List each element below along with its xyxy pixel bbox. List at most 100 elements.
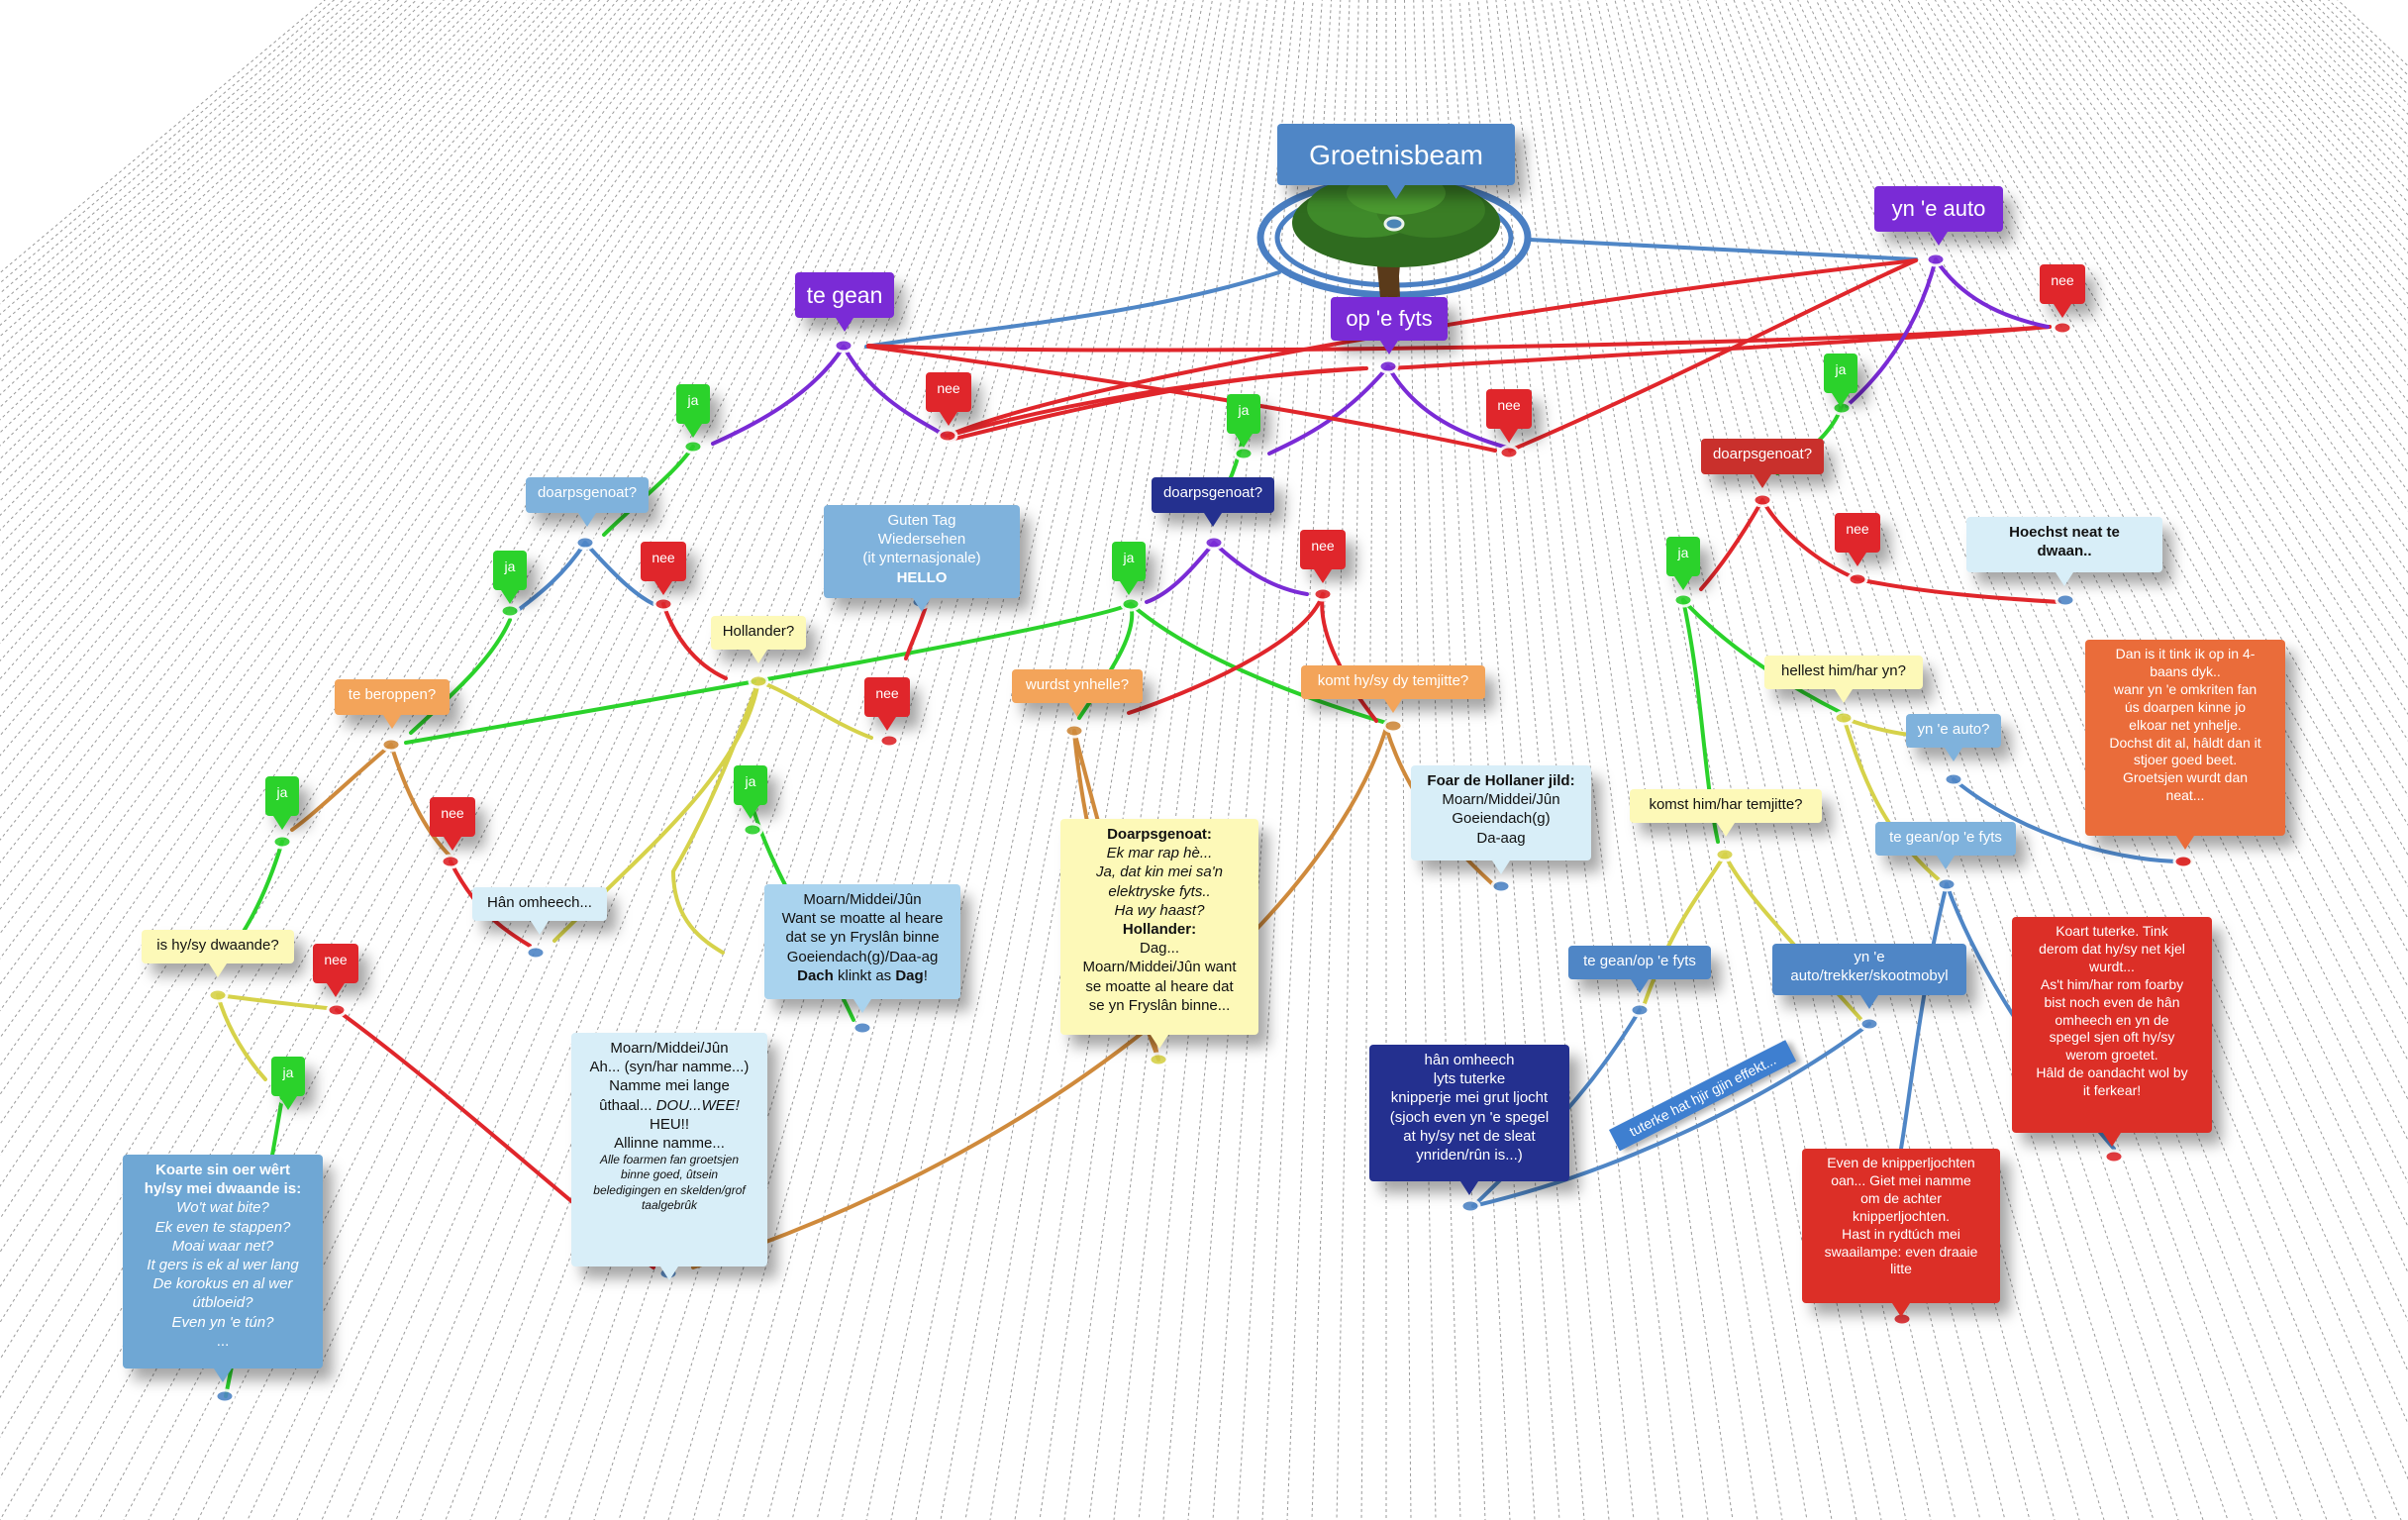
node-doarpsgenoat[interactable]: doarpsgenoat? <box>526 477 649 527</box>
node-yn-e-auto[interactable]: yn 'e auto <box>1874 186 2003 246</box>
background-line <box>717 0 1141 1520</box>
node-ja[interactable]: ja <box>271 1057 305 1110</box>
node-nee[interactable]: nee <box>430 797 475 851</box>
node-text: Dag <box>895 967 923 984</box>
connector-dot <box>1148 1052 1169 1067</box>
node-guten-tag[interactable]: Guten Tag Wiedersehen (it ynternasjonale… <box>824 505 1020 612</box>
node-text: DOU...WEE! <box>656 1097 740 1114</box>
node-text: ! <box>924 967 928 984</box>
node-text: Ah... (syn/har namme...) <box>579 1058 759 1076</box>
node-ja[interactable]: ja <box>265 776 299 830</box>
node-koarte-sin[interactable]: Koarte sin oer wêrt hy/sy mei dwaande is… <box>123 1155 323 1382</box>
node-text: wanr yn 'e omkriten fan <box>2093 681 2277 699</box>
node-koart-tuterke[interactable]: Koart tuterke. Tink derom dat hy/sy net … <box>2012 917 2212 1147</box>
node-text: elektryske fyts.. <box>1068 882 1251 901</box>
node-te-gean-op-fyts-2[interactable]: te gean/op 'e fyts <box>1568 946 1711 993</box>
node-doarpsgenoat-hollander[interactable]: Doarpsgenoat: Ek mar rap hè... Ja, dat k… <box>1060 819 1258 1049</box>
node-label: te gean/op 'e fyts <box>1889 829 2002 846</box>
background-line <box>519 0 1067 1520</box>
background-line <box>2035 0 2408 512</box>
background-line <box>1870 0 2408 988</box>
edge <box>1952 777 2185 863</box>
node-nee[interactable]: nee <box>926 372 971 426</box>
connector-dot <box>525 945 547 961</box>
background-line <box>1907 0 2408 857</box>
node-moarn-ah[interactable]: Moarn/Middei/Jûn Ah... (syn/har namme...… <box>571 1033 767 1280</box>
node-nee[interactable]: nee <box>1486 389 1532 443</box>
node-label: te beroppen? <box>349 686 436 703</box>
node-wurdst-ynhelle[interactable]: wurdst ynhelle? <box>1012 669 1143 717</box>
background-line <box>2044 0 2408 492</box>
background-line <box>0 0 637 757</box>
node-label: yn 'e <box>1776 948 1962 966</box>
node-ja[interactable]: ja <box>1227 394 1260 448</box>
node-foar-hollander[interactable]: Foar de Hollaner jild: Moarn/Middei/Jûn … <box>1411 765 1591 874</box>
edge <box>1267 364 1390 456</box>
node-ja[interactable]: ja <box>1666 537 1700 590</box>
node-text: at hy/sy net de sleat <box>1377 1127 1561 1146</box>
node-doarpsgenoat[interactable]: doarpsgenoat? <box>1701 439 1824 488</box>
node-nee[interactable]: nee <box>641 542 686 595</box>
node-ja[interactable]: ja <box>734 765 767 819</box>
background-line <box>271 0 975 1520</box>
edge <box>515 541 587 613</box>
background-line <box>1678 0 2179 1520</box>
node-te-gean[interactable]: te gean <box>795 272 894 332</box>
node-text: ûthaal... <box>599 1097 656 1114</box>
edge <box>1899 882 1949 1151</box>
node-hoechst-neat[interactable]: Hoechst neat te dwaan.. <box>1966 517 2162 586</box>
node-text: dwaan.. <box>1974 542 2155 560</box>
node-text: Moarn/Middei/Jûn want <box>1068 958 1251 976</box>
node-yn-e-auto-trekker[interactable]: yn 'e auto/trekker/skootmobyl <box>1772 944 1966 1009</box>
node-is-dwaande[interactable]: is hy/sy dwaande? <box>142 930 294 977</box>
root-title[interactable]: Groetnisbeam <box>1277 124 1515 199</box>
background-line <box>0 0 564 610</box>
node-text: Foar de Hollaner jild: <box>1419 771 1583 790</box>
node-text: baans dyk.. <box>2093 663 2277 681</box>
node-ja[interactable]: ja <box>493 551 527 604</box>
background-line <box>1989 0 2408 618</box>
node-label: nee <box>652 550 674 565</box>
node-moarn-fryslan[interactable]: Moarn/Middei/Jûn Want se moatte al heare… <box>764 884 960 1013</box>
node-ja[interactable]: ja <box>1824 354 1857 407</box>
node-hollander[interactable]: Hollander? <box>711 616 806 663</box>
node-te-beroppen[interactable]: te beroppen? <box>335 679 450 729</box>
edge <box>1842 716 1943 883</box>
connector-dot <box>1120 596 1142 612</box>
node-han-omheech-lyts[interactable]: hân omheech lyts tuterke knipperje mei g… <box>1369 1045 1569 1195</box>
connector-dot <box>2172 854 2194 869</box>
node-nee[interactable]: nee <box>313 944 358 997</box>
connector-dot <box>574 535 596 551</box>
background-line <box>766 0 1158 1520</box>
background-line <box>1642 0 2080 1520</box>
node-nee[interactable]: nee <box>864 677 910 731</box>
node-hellest[interactable]: hellest him/har yn? <box>1764 656 1923 703</box>
node-nee[interactable]: nee <box>1300 530 1346 583</box>
node-ja[interactable]: ja <box>676 384 710 438</box>
node-label: nee <box>1846 521 1868 537</box>
node-ja[interactable]: ja <box>1112 542 1146 595</box>
background-line <box>2108 0 2408 370</box>
node-label: ja <box>1239 402 1250 418</box>
node-komst-temjitte[interactable]: komst him/har temjitte? <box>1630 789 1822 837</box>
node-dan-is-it[interactable]: Dan is it tink ik op in 4- baans dyk.. w… <box>2085 640 2285 850</box>
node-label: te gean <box>807 282 883 308</box>
background-line <box>1614 0 2006 1520</box>
connector-dot <box>1714 847 1736 862</box>
background-line <box>445 0 1040 1520</box>
edge <box>1145 541 1216 604</box>
node-nee[interactable]: nee <box>2040 264 2085 318</box>
node-label: te gean/op 'e fyts <box>1583 953 1696 969</box>
node-han-omheech[interactable]: Hân omheech... <box>472 887 607 935</box>
node-text: Goeiendach(g) <box>1419 809 1583 828</box>
connector-dot <box>326 1002 348 1018</box>
node-nee[interactable]: nee <box>1835 513 1880 566</box>
node-doarpsgenoat[interactable]: doarpsgenoat? <box>1152 477 1274 527</box>
node-op-e-fyts[interactable]: op 'e fyts <box>1331 297 1448 355</box>
node-komt-temjitte[interactable]: komt hy/sy dy temjitte? <box>1301 665 1485 713</box>
node-even-knipper[interactable]: Even de knipperljochten oan... Giet mei … <box>1802 1149 2000 1317</box>
node-yn-e-auto-q[interactable]: yn 'e auto? <box>1906 714 2001 761</box>
edge <box>670 679 760 955</box>
node-te-gean-op-fyts[interactable]: te gean/op 'e fyts <box>1875 822 2016 869</box>
background-line <box>1916 0 2408 827</box>
